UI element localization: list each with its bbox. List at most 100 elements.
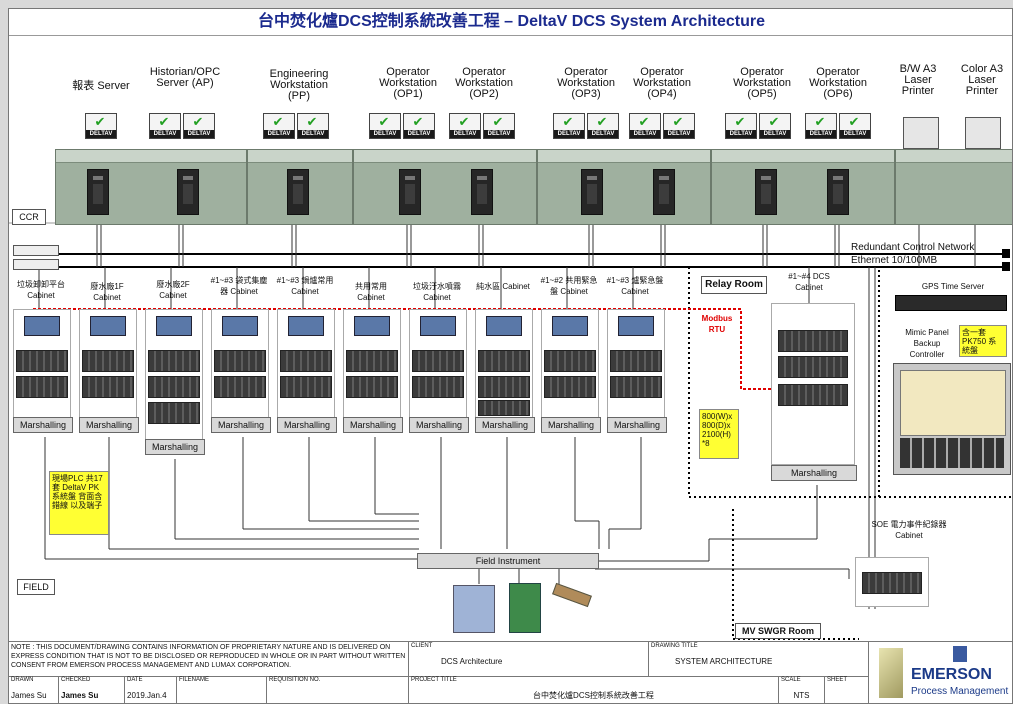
- gps-label: GPS Time Server: [921, 282, 985, 291]
- ws-label-report: 報表 Server: [72, 80, 130, 92]
- monitor-icon: ✔DELTAV: [483, 113, 515, 139]
- monitor-icon: ✔DELTAV: [449, 113, 481, 139]
- emerson-mark-icon: [953, 646, 967, 662]
- dcs-cabinet: [771, 303, 855, 465]
- monitor-icon: ✔DELTAV: [369, 113, 401, 139]
- valve-icon: [509, 583, 541, 633]
- monitor-icon: ✔DELTAV: [805, 113, 837, 139]
- scale-value: NTS: [793, 691, 810, 700]
- title-block: NOTE : THIS DOCUMENT/DRAWING CONTAINS IN…: [9, 641, 1012, 703]
- monitor-icon: ✔DELTAV: [183, 113, 215, 139]
- cabinet-label-5: #1~#3 鍋爐常用 Cabinet: [276, 276, 334, 296]
- drawn-label: DRAWN: [11, 677, 34, 683]
- marshalling-box: Marshalling: [475, 417, 535, 433]
- control-network-label: Redundant Control Network: [851, 242, 975, 253]
- field-cabinet: [79, 309, 137, 423]
- brand-sub: Process Management: [911, 686, 1009, 697]
- field-cabinet: [211, 309, 269, 423]
- emerson-logo: EMERSON Process Management: [871, 644, 1011, 703]
- zone-relay-room: Relay Room: [701, 276, 767, 294]
- pc-tower-icon: [471, 169, 493, 215]
- ethernet-label: Ethernet 10/100MB: [851, 255, 938, 266]
- ws-label-op3: Operator Workstation (OP3): [557, 66, 615, 100]
- console-op34: [537, 149, 711, 225]
- console-op56: [711, 149, 895, 225]
- ws-label-historian: Historian/OPC Server (AP): [149, 66, 221, 89]
- monitor-icon: ✔DELTAV: [149, 113, 181, 139]
- zone-mv-swgr: MV SWGR Room: [735, 623, 821, 639]
- field-cabinet: [475, 309, 533, 423]
- printer-color-label: Color A3 Laser Printer: [960, 63, 1004, 97]
- requisition-label: REQUISITION NO.: [269, 677, 321, 683]
- pc-tower-icon: [827, 169, 849, 215]
- drawn-value: James Su: [11, 691, 47, 700]
- ws-label-op5: Operator Workstation (OP5): [733, 66, 791, 100]
- client-label: CLIENT: [411, 643, 433, 649]
- network-switch-icon: [13, 245, 59, 256]
- mimic-panel: [893, 363, 1011, 475]
- pc-tower-icon: [755, 169, 777, 215]
- gps-server-icon: [895, 295, 1007, 311]
- legal-note: NOTE : THIS DOCUMENT/DRAWING CONTAINS IN…: [9, 642, 409, 676]
- console-op12: [353, 149, 537, 225]
- drawing-title-value: SYSTEM ARCHITECTURE: [675, 657, 773, 666]
- monitor-icon: ✔DELTAV: [663, 113, 695, 139]
- field-cabinet: [13, 309, 71, 423]
- date-value: 2019.Jan.4: [127, 691, 167, 700]
- cabinet-size-note: 800(W)x 800(D)x 2100(H) *8: [699, 409, 739, 459]
- architecture-drawing: 台中焚化爐DCS控制系統改善工程 – DeltaV DCS System Arc…: [8, 8, 1013, 704]
- monitor-icon: ✔DELTAV: [85, 113, 117, 139]
- soe-cabinet: [855, 557, 929, 607]
- ws-label-op6: Operator Workstation (OP6): [809, 66, 867, 100]
- cabinet-label-10: #1~#3 爐緊急盤 Cabinet: [606, 276, 664, 296]
- zone-field: FIELD: [17, 579, 55, 595]
- cabinet-label-4: #1~#3 袋式集塵器 Cabinet: [210, 276, 268, 296]
- cabinet-label-2: 廢水廠1F Cabinet: [90, 282, 124, 302]
- drawing-title-label: DRAWING TITLE: [651, 643, 698, 649]
- ws-label-op1: Operator Workstation (OP1): [379, 66, 437, 100]
- pc-tower-icon: [581, 169, 603, 215]
- monitor-icon: ✔DELTAV: [553, 113, 585, 139]
- field-instrument-box: Field Instrument: [417, 553, 599, 569]
- marshalling-box: Marshalling: [211, 417, 271, 433]
- monitor-icon: ✔DELTAV: [587, 113, 619, 139]
- console-ap: [55, 149, 247, 225]
- plc-note: 現場PLC 共17套 DeltaV PK 系統盤 背面含錯線 以及端子: [49, 471, 109, 535]
- modbus-label: Modbus RTU: [701, 314, 733, 334]
- client-cell: CLIENT DCS Architecture: [409, 642, 649, 676]
- cabinet-label-7: 垃圾汙水噴霧 Cabinet: [413, 282, 461, 302]
- marshalling-box: Marshalling: [79, 417, 139, 433]
- cabinet-label-8: 純水區 Cabinet: [476, 282, 530, 291]
- sheet-label: SHEET: [827, 677, 848, 683]
- pc-tower-icon: [177, 169, 199, 215]
- ws-label-op4: Operator Workstation (OP4): [633, 66, 691, 100]
- pc-tower-icon: [287, 169, 309, 215]
- scale-label: SCALE: [781, 677, 801, 683]
- marshalling-box: Marshalling: [277, 417, 337, 433]
- marshalling-box: Marshalling: [771, 465, 857, 481]
- filename-label: FILENAME: [179, 677, 210, 683]
- printer-icon: [903, 117, 939, 149]
- brand-name: EMERSON: [911, 666, 992, 683]
- marshalling-box: Marshalling: [13, 417, 73, 433]
- printer-bw-label: B/W A3 Laser Printer: [899, 63, 937, 97]
- monitor-icon: ✔DELTAV: [629, 113, 661, 139]
- monitor-icon: ✔DELTAV: [403, 113, 435, 139]
- console-printers: [895, 149, 1012, 225]
- zone-ccr: CCR: [12, 209, 46, 225]
- monitor-icon: ✔DELTAV: [759, 113, 791, 139]
- checked-value: James Su: [61, 691, 99, 700]
- cabinet-label-1: 垃圾卸卸平台 Cabinet: [17, 280, 65, 300]
- client-value: DCS Architecture: [441, 657, 503, 666]
- project-title-value: 台中焚化爐DCS控制系統改善工程: [533, 691, 654, 700]
- pc-tower-icon: [87, 169, 109, 215]
- pc-tower-icon: [653, 169, 675, 215]
- pc-tower-icon: [399, 169, 421, 215]
- logo-mark-icon: [879, 648, 903, 698]
- field-cabinet: [277, 309, 335, 423]
- monitor-icon: ✔DELTAV: [263, 113, 295, 139]
- cabinet-label-6: 共用常用 Cabinet: [355, 282, 387, 302]
- dcs-cabinet-label: #1~#4 DCS Cabinet: [788, 272, 830, 292]
- soe-label: SOE 電力事件紀錄器 Cabinet: [871, 520, 947, 540]
- field-cabinet: [409, 309, 467, 423]
